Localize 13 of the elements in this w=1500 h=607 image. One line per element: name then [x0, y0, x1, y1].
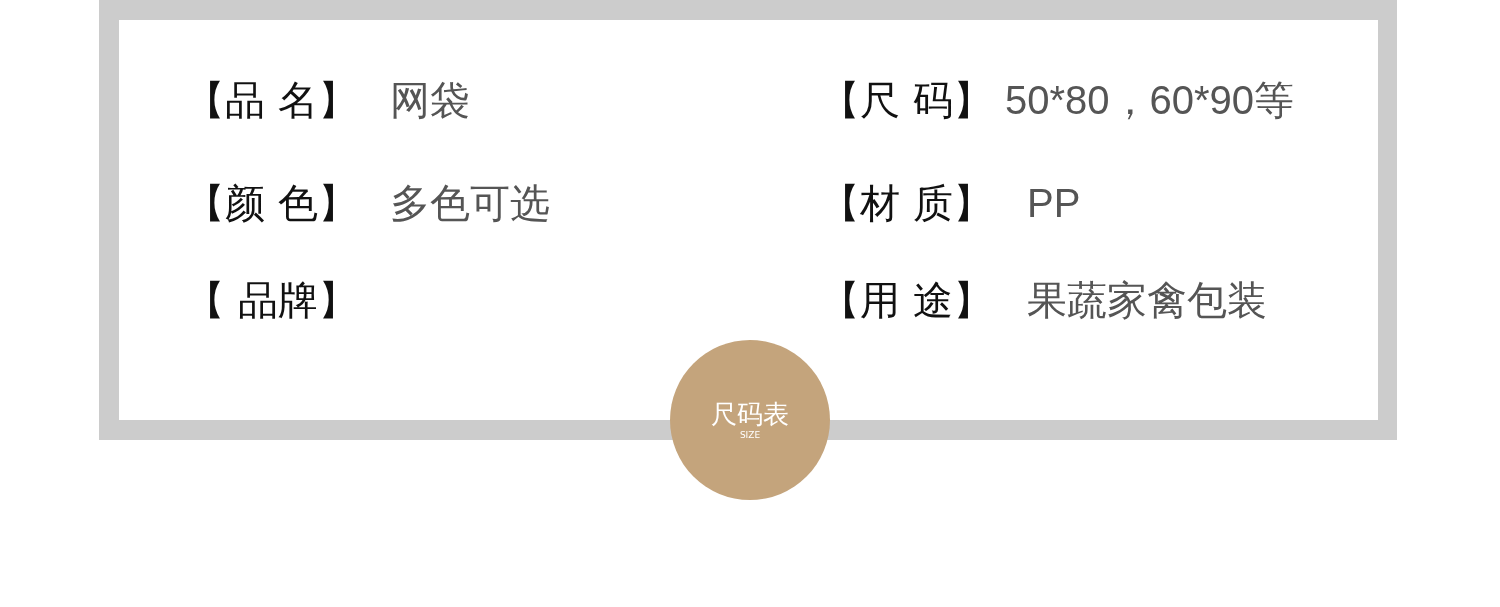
- badge-title: 尺码表: [711, 399, 789, 431]
- field-label: 【品 名】: [185, 80, 358, 120]
- badge-subtitle: SIZE: [739, 430, 761, 441]
- field-value: 果蔬家禽包装: [1027, 280, 1267, 320]
- field-label: 【尺 码】: [820, 80, 993, 120]
- field-value: 50*80，60*90等: [1005, 80, 1295, 120]
- field-value: PP: [1027, 183, 1081, 223]
- field-label: 【颜 色】: [185, 183, 358, 223]
- field-label: 【 品牌】: [185, 280, 358, 320]
- field-value: 网袋: [390, 80, 470, 120]
- field-value: 多色可选: [390, 183, 550, 223]
- field-label: 【材 质】: [820, 183, 993, 223]
- field-label: 【用 途】: [820, 280, 993, 320]
